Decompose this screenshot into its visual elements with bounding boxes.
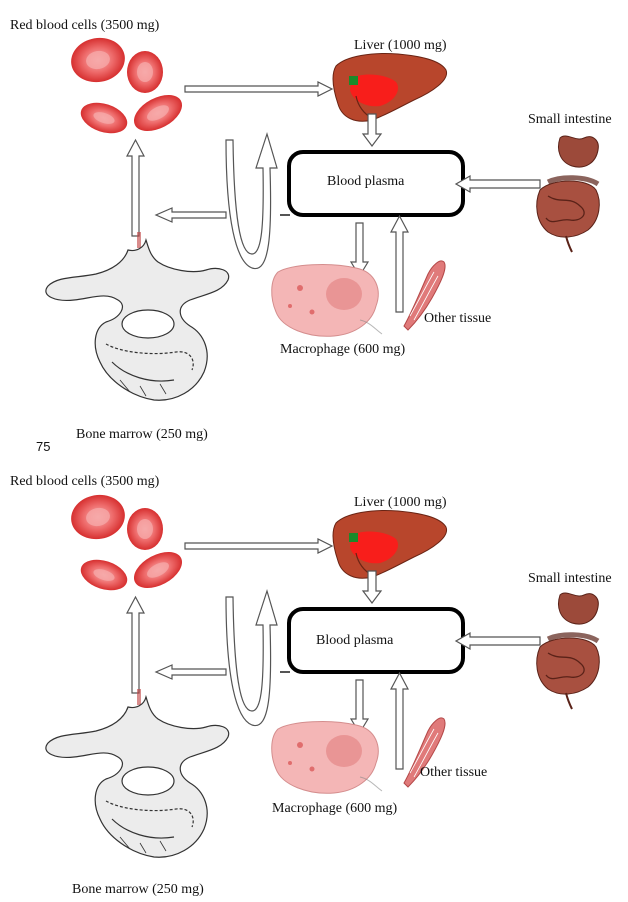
arrow-tissue-to-plasma (391, 673, 408, 769)
label-blood-plasma: Blood plasma (316, 633, 393, 649)
label-red-blood-cells: Red blood cells (3500 mg) (10, 18, 159, 34)
arrow-intestine-to-plasma (456, 176, 540, 192)
label-small-intestine: Small intestine (528, 112, 612, 128)
label-liver: Liver (1000 mg) (354, 495, 447, 511)
label-macrophage: Macrophage (600 mg) (272, 801, 397, 817)
red-blood-cell-icon (68, 491, 188, 596)
label-bone-marrow: Bone marrow (250 mg) (72, 882, 204, 898)
label-macrophage: Macrophage (600 mg) (280, 342, 405, 358)
diagram-art (0, 457, 628, 902)
circulation-curl-arrow (226, 591, 277, 726)
small-intestine-icon (537, 593, 600, 709)
vertebra-bone-icon (46, 697, 229, 857)
circulation-curl-arrow (226, 134, 277, 269)
page-number: 75 (36, 439, 50, 454)
arrow-marrow-to-rbc (127, 597, 144, 693)
label-red-blood-cells: Red blood cells (3500 mg) (10, 474, 159, 490)
arrow-rbc-to-liver (185, 82, 332, 96)
label-small-intestine: Small intestine (528, 571, 612, 587)
diagram-panel-top: Red blood cells (3500 mg) Liver (1000 mg… (0, 0, 628, 445)
liver-icon (333, 511, 447, 579)
arrow-to-bone-marrow (156, 208, 226, 222)
small-intestine-icon (537, 136, 600, 252)
label-liver: Liver (1000 mg) (354, 38, 447, 54)
arrow-to-bone-marrow (156, 665, 226, 679)
label-blood-plasma: Blood plasma (327, 174, 404, 190)
red-blood-cell-icon (68, 34, 188, 139)
diagram-panel-bottom: Red blood cells (3500 mg) Liver (1000 mg… (0, 457, 628, 902)
macrophage-icon (272, 722, 382, 794)
label-other-tissue: Other tissue (420, 765, 487, 781)
macrophage-icon (272, 265, 382, 337)
arrow-tissue-to-plasma (391, 216, 408, 312)
liver-icon (333, 54, 447, 122)
arrow-rbc-to-liver (185, 539, 332, 553)
label-other-tissue: Other tissue (424, 311, 491, 327)
diagram-art (0, 0, 628, 445)
label-bone-marrow: Bone marrow (250 mg) (76, 427, 208, 443)
arrow-marrow-to-rbc (127, 140, 144, 236)
vertebra-bone-icon (46, 240, 229, 400)
arrow-intestine-to-plasma (456, 633, 540, 649)
